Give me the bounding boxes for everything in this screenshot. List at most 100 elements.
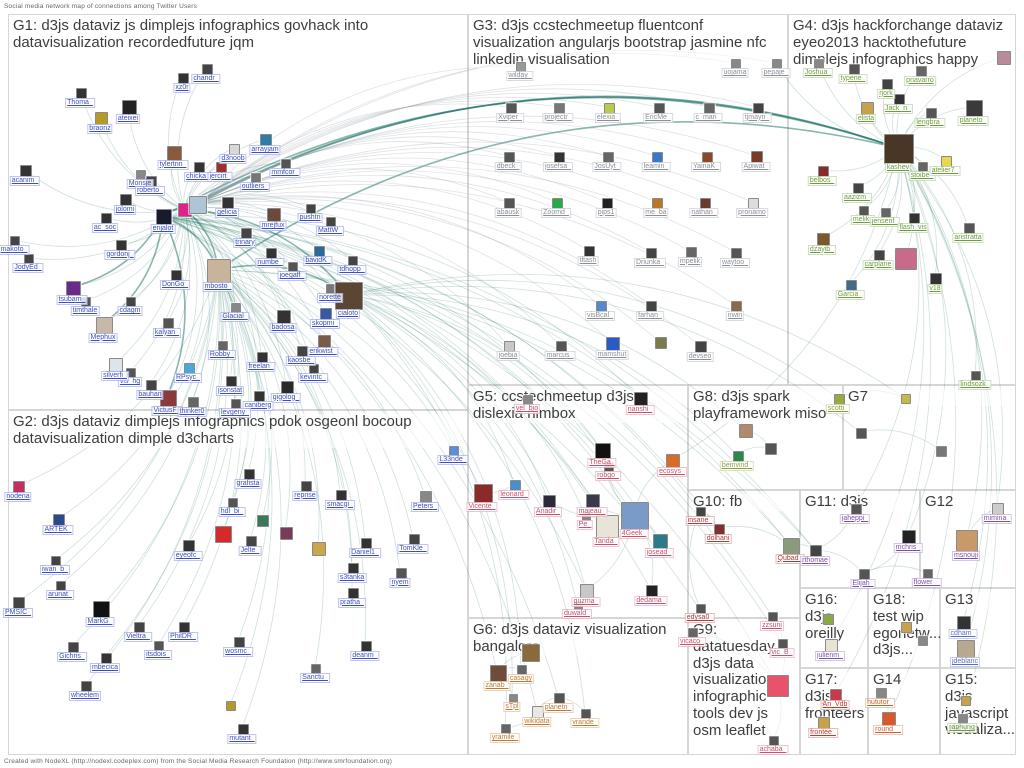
- node-avatar-MarkG_[interactable]: [92, 600, 110, 618]
- node-label-erikwist_[interactable]: erikwist_: [307, 346, 339, 357]
- node-label-mutant_[interactable]: mutant_: [227, 733, 257, 744]
- node-label-mimina_[interactable]: mimina_: [981, 514, 1013, 524]
- node-label-Robby_[interactable]: Robby_: [207, 350, 237, 360]
- node-label-braonz[interactable]: braonz: [87, 123, 113, 134]
- node-label-leamin_[interactable]: leamin_: [641, 161, 671, 172]
- node-label-Peters_[interactable]: Peters_: [410, 502, 440, 512]
- node-label-cialoto[interactable]: cialoto: [335, 309, 361, 319]
- node-label-planeto_[interactable]: planeto_: [957, 115, 989, 126]
- node-label-majeau_[interactable]: majeau_: [576, 507, 608, 517]
- node-label-frontee_[interactable]: frontee_: [808, 728, 838, 738]
- node-label-mpelik[interactable]: mpelik: [677, 256, 703, 267]
- node-label-acanim_[interactable]: acanim_: [9, 176, 41, 186]
- node-label-freelan_[interactable]: freelan_: [246, 361, 276, 372]
- node-label-jercirt_[interactable]: jercirt_: [207, 171, 233, 182]
- node-label-flash_vis[interactable]: flash_vis: [897, 222, 929, 233]
- node-avatar-g8b[interactable]: [765, 443, 777, 455]
- node-label-vis_hg[interactable]: vis_hg: [117, 377, 143, 387]
- node-label-PMSIC_[interactable]: PMSIC_: [2, 608, 34, 618]
- node-avatar-tsubam_[interactable]: [65, 280, 81, 296]
- node-label-pnavarro[interactable]: pnavarro: [904, 75, 936, 86]
- node-label-duwald_[interactable]: duwald_: [561, 608, 593, 619]
- node-label-elista[interactable]: elista: [855, 113, 877, 124]
- node-label-RPsyc_[interactable]: RPsyc_: [173, 372, 203, 383]
- node-avatar-nanshi_[interactable]: [634, 392, 648, 406]
- node-label-vel_bio[interactable]: vel_bio: [513, 404, 541, 414]
- node-avatar-g2d[interactable]: [226, 701, 236, 711]
- node-avatar-g8face[interactable]: [739, 424, 753, 438]
- node-label-atelier7_[interactable]: atelier7_: [929, 165, 961, 176]
- node-label-xz0r[interactable]: xz0r: [173, 82, 191, 93]
- node-label-josead_[interactable]: josead_: [644, 547, 674, 558]
- node-label-bauhan[interactable]: bauhan: [136, 389, 164, 400]
- node-label-Elijah_[interactable]: Elijah_: [850, 578, 876, 589]
- node-label-enjalot[interactable]: enjalot: [150, 224, 176, 234]
- node-avatar-g7b[interactable]: [855, 427, 867, 439]
- node-label-Glacial_[interactable]: Glacial_: [220, 312, 250, 322]
- node-label-projectr_[interactable]: projectr_: [542, 112, 574, 123]
- node-avatar-kashev[interactable]: [884, 134, 914, 164]
- node-label-bavidK_[interactable]: bavidK_: [303, 255, 333, 266]
- node-label-zzsuni[interactable]: zzsuni: [760, 621, 784, 631]
- node-avatar-badosa[interactable]: [277, 310, 291, 324]
- node-label-dzayib_[interactable]: dzayib_: [807, 244, 837, 255]
- node-avatar-ateixei[interactable]: [121, 99, 137, 115]
- node-avatar-enjalot[interactable]: [156, 209, 172, 225]
- node-label-typene_[interactable]: typene_: [838, 73, 868, 84]
- node-label-Pe_[interactable]: Pe_: [576, 519, 594, 530]
- node-label-me_ba[interactable]: me_ba: [643, 207, 669, 218]
- node-label-skopmi_[interactable]: skopmi_: [309, 319, 341, 329]
- node-label-elexia_[interactable]: elexia_: [594, 112, 622, 123]
- node-avatar-g7a[interactable]: [901, 394, 911, 404]
- node-label-Sanctu_[interactable]: Sanctu_: [300, 673, 330, 683]
- node-label-jenserif_[interactable]: jenserif_: [869, 217, 901, 227]
- node-avatar-TheGa_[interactable]: [595, 443, 611, 459]
- node-label-lindsozk_[interactable]: lindsozk_: [958, 380, 992, 390]
- node-label-vicaco_[interactable]: vicaco_: [678, 637, 706, 647]
- node-label-sTpl[interactable]: sTpl: [503, 701, 521, 712]
- node-label-Jelte_[interactable]: Jelte_: [238, 545, 262, 556]
- node-avatar-womanav[interactable]: [895, 248, 917, 270]
- node-label-kashev[interactable]: kashev: [884, 163, 912, 173]
- node-avatar-round__[interactable]: [882, 712, 896, 726]
- node-label-s3tanka[interactable]: s3tanka: [337, 572, 367, 583]
- node-label-aazizm_[interactable]: aazizm_: [841, 192, 873, 203]
- node-label-jolomi[interactable]: jolomi: [113, 205, 137, 215]
- node-label-nathan_[interactable]: nathan_: [689, 207, 719, 218]
- node-label-rjork[interactable]: rjork: [877, 88, 895, 99]
- node-label-tsubam_[interactable]: tsubam_: [56, 294, 88, 305]
- node-label-EricMe_[interactable]: EricMe_: [643, 112, 673, 123]
- node-label-guzma_[interactable]: guzma_: [571, 597, 601, 607]
- node-avatar-josead_[interactable]: [652, 533, 668, 549]
- node-label-pepaje_[interactable]: pepaje_: [761, 68, 791, 78]
- node-avatar-jdeblanc[interactable]: [957, 640, 975, 658]
- node-label-4Geek_[interactable]: 4Geek_: [619, 529, 649, 539]
- node-label-pips1[interactable]: pips1: [595, 207, 617, 218]
- node-label-vrande_[interactable]: vrande_: [570, 718, 600, 728]
- node-label-Vieltra_[interactable]: Vieltra_: [124, 631, 152, 642]
- node-label-pronamo[interactable]: pronamo: [736, 207, 768, 218]
- node-label-deanm_[interactable]: deanm_: [350, 650, 380, 661]
- node-avatar-majeau_[interactable]: [586, 494, 600, 508]
- node-label-mamshut[interactable]: mamshut: [595, 350, 629, 360]
- node-avatar-g18a[interactable]: [900, 621, 912, 633]
- node-label-jsonstat[interactable]: jsonstat: [215, 385, 245, 396]
- node-label-wosmc_[interactable]: wosmc_: [223, 646, 253, 657]
- node-label-levgeny_[interactable]: levgeny_: [218, 408, 252, 418]
- node-label-makoto_[interactable]: makoto_: [0, 245, 30, 255]
- node-avatar-Vicente_[interactable]: [473, 483, 493, 503]
- node-label-carplane[interactable]: carplane: [862, 259, 894, 270]
- node-label-outliers_[interactable]: outliers_: [239, 182, 271, 192]
- node-label-Xviper_[interactable]: Xviper_: [496, 112, 524, 123]
- node-avatar-banner[interactable]: [522, 644, 540, 662]
- node-label-JodyEd_[interactable]: JodyEd_: [12, 263, 44, 273]
- node-label-kaosbe_[interactable]: kaosbe_: [285, 355, 317, 366]
- node-label-leonard_[interactable]: leonard_: [498, 489, 530, 500]
- node-label-arunat_[interactable]: arunat_: [46, 590, 74, 600]
- node-label-edysa0_[interactable]: edysa0_: [684, 613, 716, 623]
- node-label-dolhani[interactable]: dolhani: [704, 533, 732, 544]
- node-label-cdham_[interactable]: cdham_: [948, 629, 978, 639]
- node-label-arrayjam[interactable]: arrayjam: [249, 145, 281, 155]
- node-avatar-mbosto_[interactable]: [207, 259, 231, 283]
- node-label-Mephux[interactable]: Mephux: [88, 332, 118, 343]
